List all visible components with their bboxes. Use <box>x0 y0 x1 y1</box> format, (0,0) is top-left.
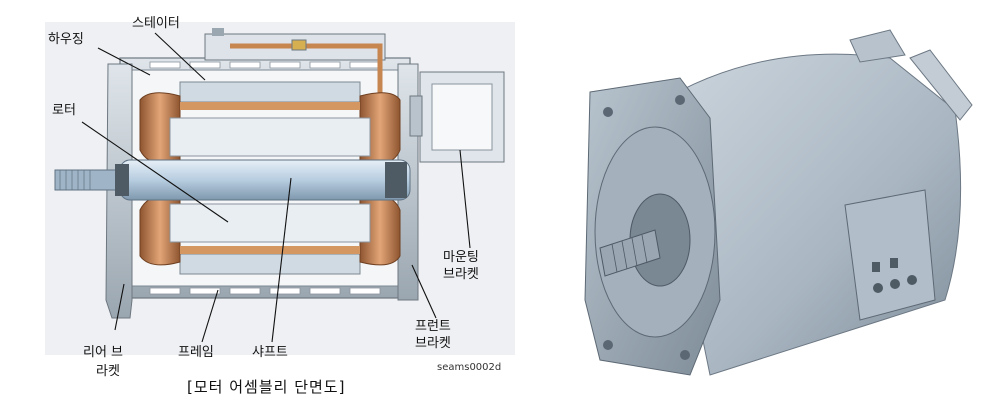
label-shaft: 샤프트 <box>252 345 288 360</box>
label-rotor: 로터 <box>52 103 76 118</box>
motor-3d-render <box>580 20 985 380</box>
rotor-core-top <box>169 117 371 157</box>
label-stator: 스테이터 <box>132 16 180 31</box>
leader-lines <box>81 32 471 343</box>
label-mounting-bracket-2: 브라켓 <box>443 267 479 282</box>
label-rear-bracket-2: 라켓 <box>96 364 120 379</box>
mounting-bracket <box>409 71 505 163</box>
terminal-assembly <box>204 28 386 100</box>
rotor-core-bottom <box>169 203 371 243</box>
figure-caption: [모터 어셈블리 단면도] <box>187 378 346 396</box>
stator-top <box>179 81 361 103</box>
stator-bottom <box>179 253 361 275</box>
label-front-bracket-1: 프런트 <box>415 319 451 334</box>
label-mounting-bracket-1: 마운팅 <box>443 250 479 265</box>
render-shaft <box>599 229 661 277</box>
motor-cross-section-diagram <box>45 22 515 355</box>
figure-code: seams0002d <box>437 362 502 373</box>
shaft <box>54 159 411 201</box>
label-housing: 하우징 <box>48 32 84 47</box>
label-frame: 프레임 <box>178 345 214 360</box>
label-rear-bracket-1: 리어 브 <box>83 345 124 360</box>
label-front-bracket-2: 브라켓 <box>415 336 451 351</box>
